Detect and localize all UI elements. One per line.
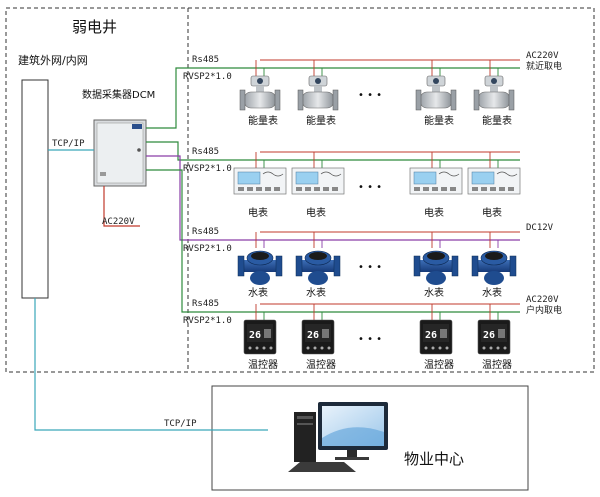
water-meter-icon [295,232,341,285]
water-meter-icon [413,232,459,285]
collector-power-line [103,186,140,227]
device-label: 温控器 [424,358,454,371]
device-label: 能量表 [306,114,336,127]
device-label: 能量表 [424,114,454,127]
weak-current-shaft-border [5,7,595,373]
collector-power-label: AC220V [102,217,135,227]
device-rows: Rs485RVSP2*1.0AC220V就近取电能量表能量表能量表能量表• • … [146,51,562,371]
device-row-4: Rs485RVSP2*1.0AC220V户内取电26温控器26温控器26温控器2… [146,169,562,371]
device-row-3: Rs485RVSP2*1.0DC12V水表水表水表水表• • • [146,155,554,299]
network-label: 建筑外网/内网 [18,53,88,67]
electric-meter-icon [467,152,521,195]
more-devices-dots: • • • [358,182,382,193]
bus-label-3: Rs485 [192,227,219,237]
tcp-link-bottom [34,298,268,431]
thermostat-icon: 26 [243,304,277,355]
power-label-4-2: 户内取电 [526,304,562,316]
flow-meter-icon [415,60,457,111]
device-label: 水表 [306,286,326,299]
bus-line-4 [146,169,520,313]
device-label: 电表 [306,206,326,219]
bus-line-1 [146,67,520,129]
svg-text:26: 26 [483,330,495,341]
shaft-title: 弱电井 [72,18,117,36]
tcp-label-bottom: TCP/IP [164,419,197,429]
device-label: 能量表 [248,114,278,127]
cable-label-1: RVSP2*1.0 [183,72,232,82]
bus-label-1: Rs485 [192,55,219,65]
device-label: 温控器 [248,358,278,371]
collector-label: 数据采集器DCM [82,88,155,101]
cable-label-2: RVSP2*1.0 [183,164,232,174]
data-collector-icon [93,119,147,187]
svg-text:26: 26 [249,330,261,341]
device-label: 温控器 [482,358,512,371]
bus-label-4: Rs485 [192,299,219,309]
device-label: 电表 [248,206,268,219]
flow-meter-icon [239,60,281,111]
electric-meter-icon [291,152,345,195]
bus-label-2: Rs485 [192,147,219,157]
property-center-label: 物业中心 [404,450,464,468]
thermostat-icon: 26 [419,304,453,355]
thermostat-icon: 26 [477,304,511,355]
svg-text:26: 26 [307,330,319,341]
electric-meter-icon [409,152,463,195]
power-label-4-1: AC220V [526,295,559,305]
device-label: 水表 [482,286,502,299]
more-devices-dots: • • • [358,90,382,101]
water-meter-icon [471,232,517,285]
water-meter-icon [237,232,283,285]
bus-line-3 [146,155,520,241]
bus-line-2 [146,141,520,161]
cable-label-4: RVSP2*1.0 [183,316,232,326]
network-bar [21,79,49,299]
device-label: 水表 [248,286,268,299]
device-label: 电表 [424,206,444,219]
device-label: 温控器 [306,358,336,371]
cable-label-3: RVSP2*1.0 [183,244,232,254]
flow-meter-icon [473,60,515,111]
svg-text:26: 26 [425,330,437,341]
computer-icon [288,402,388,472]
device-label: 能量表 [482,114,512,127]
power-label-3-1: DC12V [526,223,554,233]
more-devices-dots: • • • [358,334,382,345]
thermostat-icon: 26 [301,304,335,355]
tcp-label-top: TCP/IP [52,139,85,149]
more-devices-dots: • • • [358,262,382,273]
electric-meter-icon [233,152,287,195]
power-label-1-2: 就近取电 [526,60,562,72]
power-label-1-1: AC220V [526,51,559,61]
device-label: 电表 [482,206,502,219]
flow-meter-icon [297,60,339,111]
device-label: 水表 [424,286,444,299]
